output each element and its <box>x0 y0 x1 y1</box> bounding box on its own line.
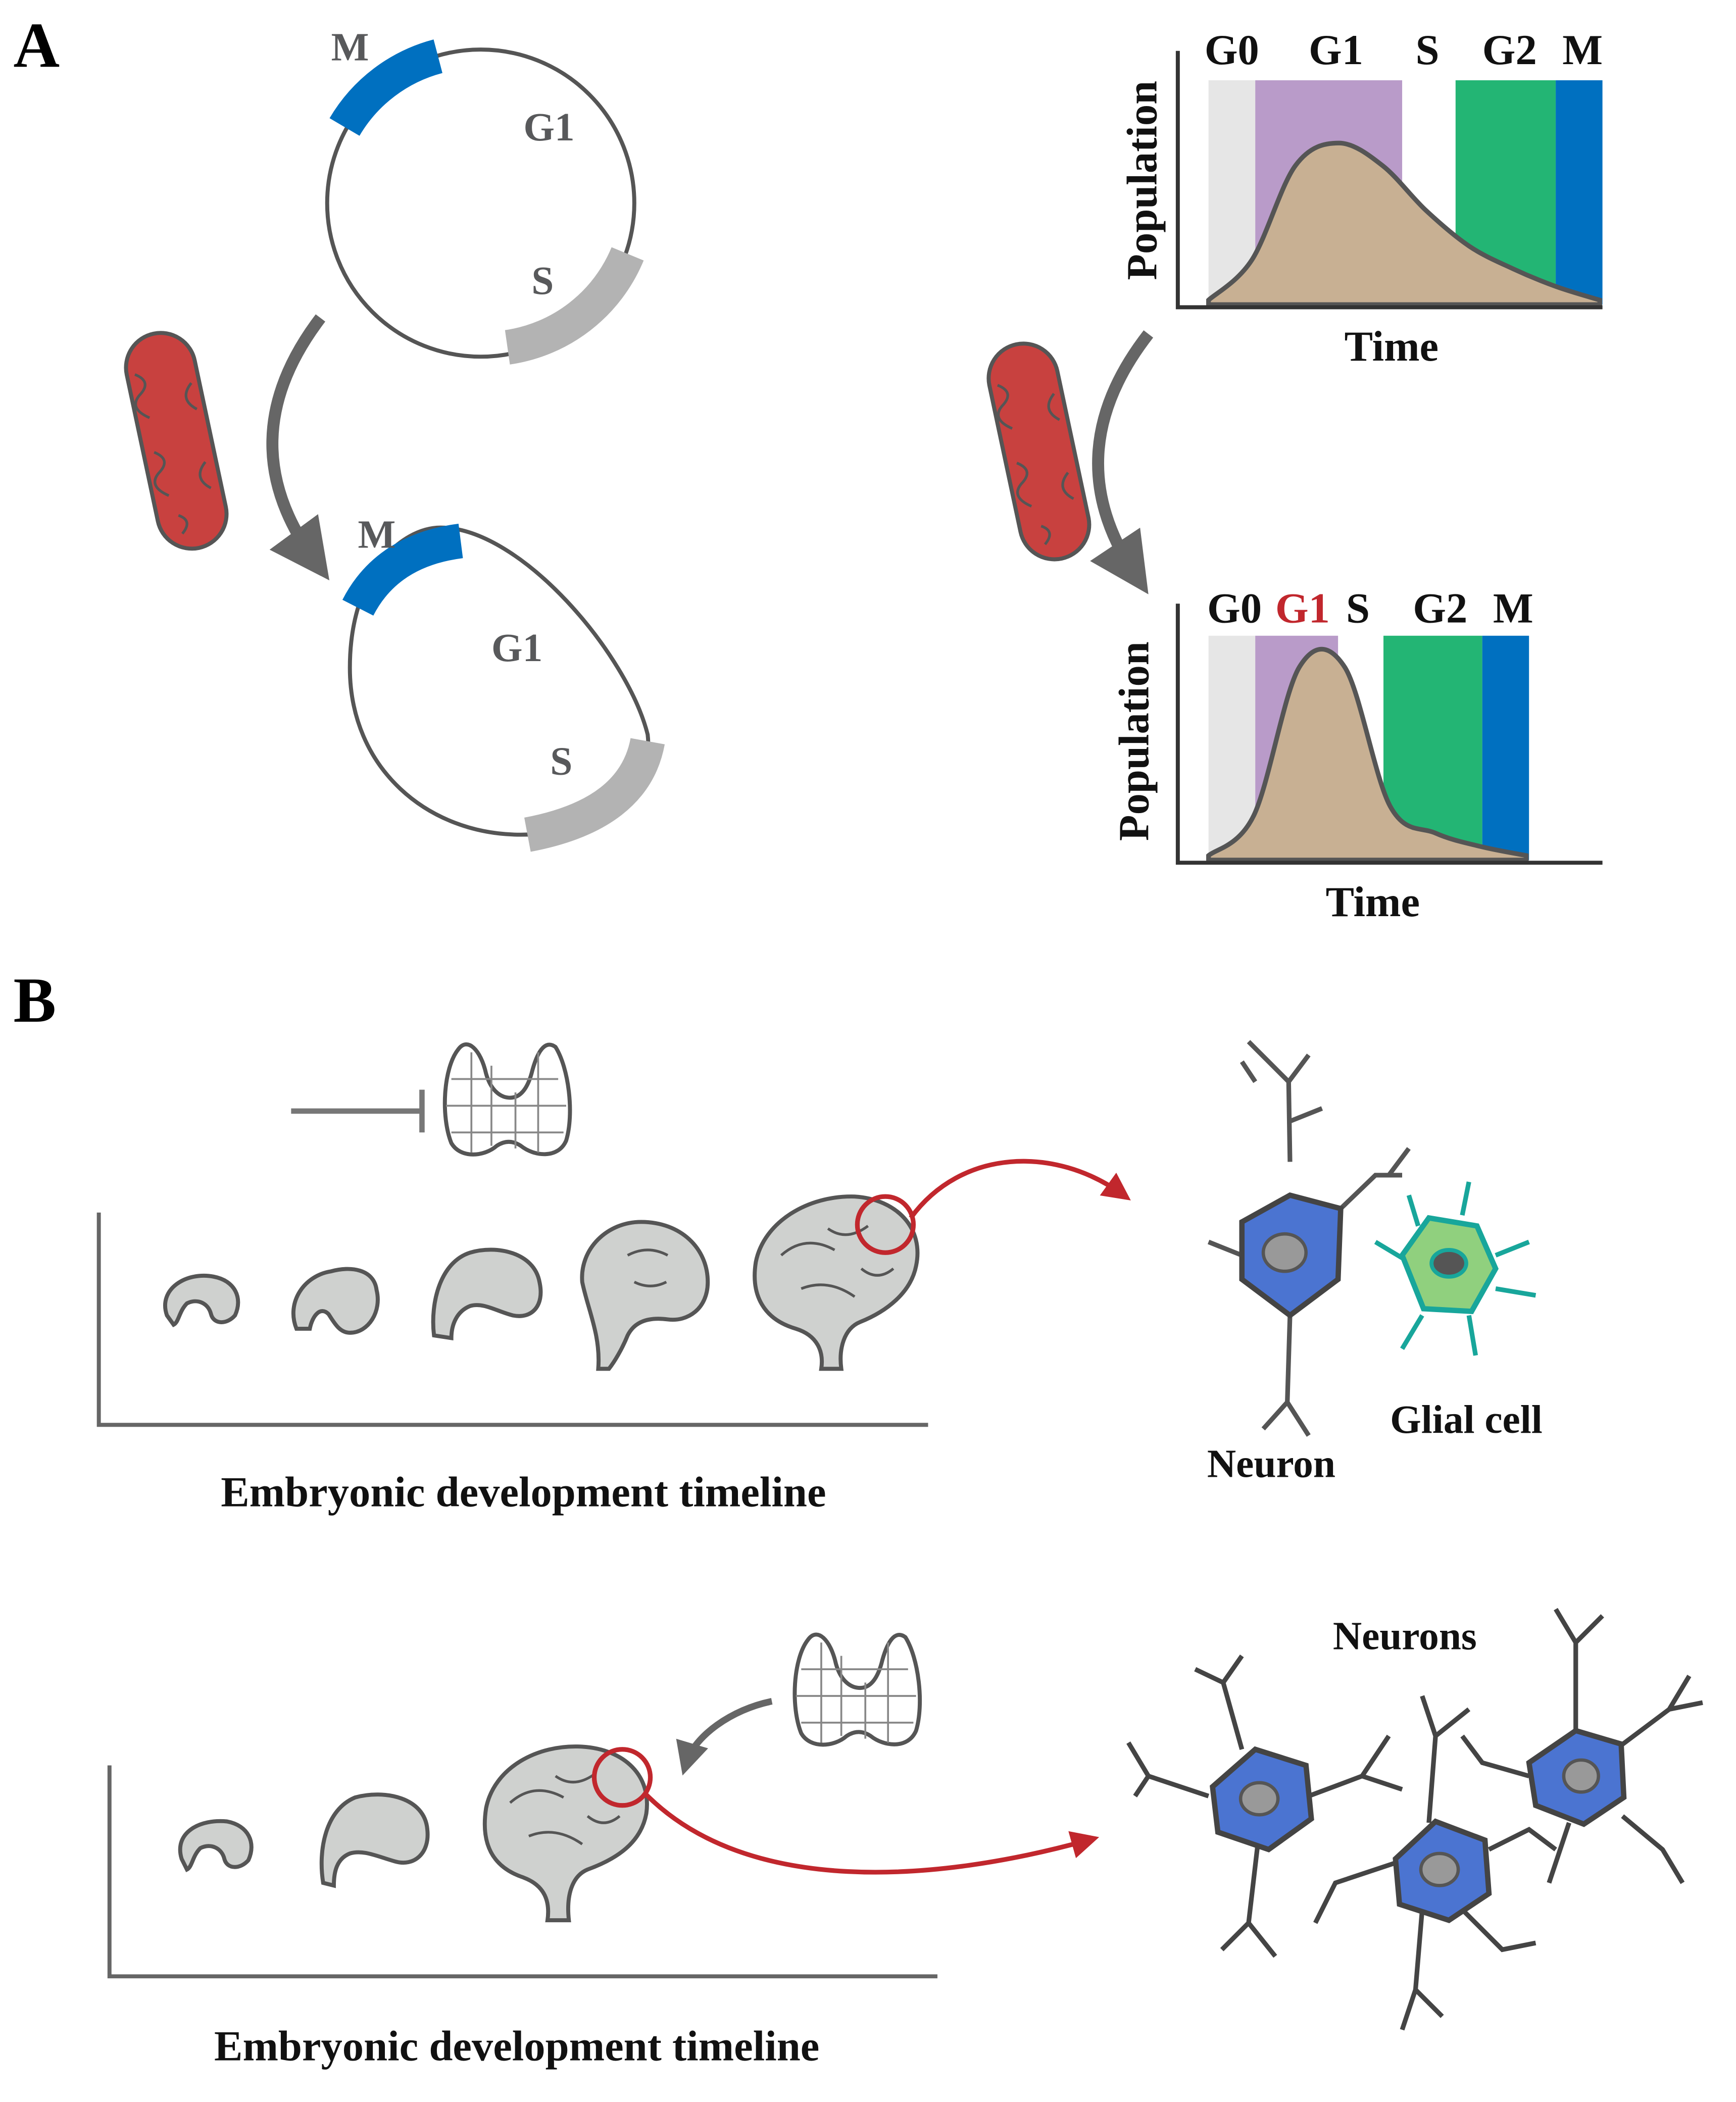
curved-arrow-left <box>266 314 330 581</box>
s-phase-arc <box>505 247 644 365</box>
cell-cycle-normal: M G1 S <box>325 25 644 365</box>
population-curve <box>1206 646 1529 863</box>
axes <box>1175 51 1603 310</box>
cycle-label-g1: G1 <box>523 105 574 149</box>
phase-label-m: M <box>1562 27 1603 74</box>
cycle-label-m: M <box>358 512 396 557</box>
y-axis-title: Population <box>1119 81 1166 280</box>
neuron-label: Neuron <box>1207 1441 1335 1486</box>
panel-label-a: A <box>13 10 60 81</box>
phase-label-s: S <box>1346 585 1370 632</box>
phase-label-m: M <box>1493 585 1533 632</box>
embryo-brain-stage-3 <box>431 1247 543 1341</box>
thyroid-icon <box>792 1632 922 1747</box>
phase-label-g1-highlight: G1 <box>1275 585 1330 632</box>
x-axis-title: Time <box>1326 879 1420 926</box>
highlight-circle <box>591 1747 653 1808</box>
curved-arrow-right <box>1090 330 1154 594</box>
thyroid-icon <box>442 1042 572 1157</box>
embryo-brain-stage-4 <box>580 1220 710 1371</box>
cycle-label-m: M <box>331 25 369 69</box>
embryo-brain-stage-3 <box>319 1792 430 1888</box>
mitochondrion-icon <box>986 341 1092 562</box>
population-chart-top: G0 G1 S G2 M Time Population <box>1119 27 1603 370</box>
phase-label-g0: G0 <box>1205 27 1259 74</box>
phase-label-g1: G1 <box>1309 27 1363 74</box>
glial-cell-icon <box>1374 1181 1536 1356</box>
mitochondrion-icon <box>124 331 229 551</box>
timeline-caption-top: Embryonic development timeline <box>221 1469 826 1516</box>
m-phase-arc <box>342 523 463 616</box>
axes <box>1175 604 1603 865</box>
band-m <box>1556 80 1603 305</box>
embryo-brain-stage-2 <box>291 1267 380 1335</box>
neurons-label: Neurons <box>1333 1614 1477 1658</box>
band-m <box>1482 635 1529 860</box>
s-phase-arc <box>524 737 665 852</box>
neuron-icon <box>1207 1040 1411 1437</box>
y-axis-title: Population <box>1111 641 1158 841</box>
highlight-circle <box>855 1194 916 1255</box>
cycle-label-s: S <box>531 259 554 303</box>
timeline-axes <box>96 1212 928 1427</box>
m-phase-arc <box>329 39 443 136</box>
cell-cycle-shortened-g1: M G1 S <box>342 512 665 852</box>
embryo-brain-stage-5 <box>753 1194 920 1371</box>
cycle-label-s: S <box>550 739 572 784</box>
embryo-brain-stage-1 <box>178 1819 254 1873</box>
embryo-brain-stage-5 <box>482 1744 653 1923</box>
timeline-axes <box>107 1765 937 1979</box>
phase-label-s: S <box>1415 27 1439 74</box>
phase-label-g0: G0 <box>1207 585 1262 632</box>
population-chart-bottom: G0 G1 S G2 M Time Population <box>1111 585 1603 926</box>
inhibition-line <box>291 1089 425 1133</box>
zoom-arrow-top <box>909 1159 1131 1220</box>
x-axis-title: Time <box>1345 323 1439 370</box>
neuron-network <box>1126 1608 1703 2031</box>
zoom-arrow-bottom <box>644 1793 1100 1875</box>
glial-cell-label: Glial cell <box>1390 1397 1543 1442</box>
timeline-caption-bottom: Embryonic development timeline <box>214 2023 819 2070</box>
cycle-label-g1: G1 <box>491 626 542 670</box>
population-curve <box>1206 140 1602 307</box>
phase-label-g2: G2 <box>1413 585 1467 632</box>
embryo-brain-stage-1 <box>163 1273 240 1328</box>
panel-label-b: B <box>13 965 56 1036</box>
phase-label-g2: G2 <box>1482 27 1537 74</box>
stimulation-arrow <box>676 1698 773 1776</box>
